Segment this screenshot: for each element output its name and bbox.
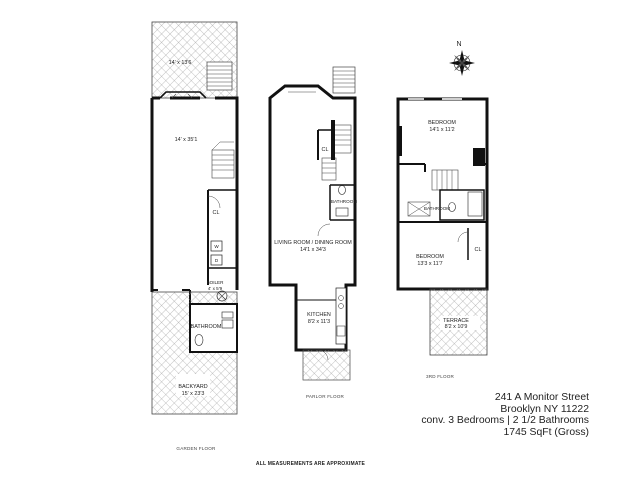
property-city: Brooklyn NY 11222 xyxy=(500,403,589,415)
measurements-disclaimer: ALL MEASUREMENTS ARE APPROXIMATE xyxy=(255,461,366,467)
third-floor-plan: BEDROOM 14'1 x 11'2 BATHROOM BEDROOM 13'… xyxy=(396,97,489,379)
backyard-label: BACKYARD xyxy=(178,384,207,390)
parlor-interior-stair xyxy=(321,124,352,181)
skylight xyxy=(407,201,431,217)
compass-north-label: N xyxy=(456,41,461,48)
bedroom-2-dims: 13'3 x 11'7 xyxy=(417,261,442,267)
living-dining-dims: 14'1 x 34'3 xyxy=(300,247,326,253)
parlor-floor-plan: CL BATHROOM LIVING ROOM / DINING ROOM 14… xyxy=(268,66,357,399)
garden-exterior-stair xyxy=(206,61,233,91)
washer-box xyxy=(210,240,223,252)
bedroom-1-dims: 14'1 x 11'2 xyxy=(429,127,454,133)
garden-closet-label: CL xyxy=(213,210,220,216)
garden-floor-plan: 14' x 13'6 14' x 35'1 CL W D BOILER 4' x… xyxy=(150,21,239,451)
parlor-floor-label: PARLOR FLOOR xyxy=(306,394,345,399)
boiler-dims: 4' x 5'9 xyxy=(208,286,223,291)
parlor-closet-label: CL xyxy=(322,147,329,153)
terrace-dims: 8'2 x 10'9 xyxy=(445,324,468,330)
third-floor-closet-label: CL xyxy=(475,247,482,253)
property-area: 1745 SqFt (Gross) xyxy=(503,426,589,438)
compass-rose: N xyxy=(449,41,475,76)
kitchen-dims: 8'2 x 11'3 xyxy=(308,319,330,325)
dryer-label: D xyxy=(215,258,219,263)
garden-bathroom-label: BATHROOM xyxy=(191,324,222,330)
property-info-block: 241 A Monitor Street Brooklyn NY 11222 c… xyxy=(389,392,589,438)
garden-floor-label: GARDEN FLOOR xyxy=(176,446,216,451)
garden-patio-dims: 14' x 13'6 xyxy=(169,60,192,66)
third-floor-bathroom-label: BATHROOM xyxy=(424,206,450,211)
third-floor-label: 3RD FLOOR xyxy=(426,374,455,379)
terrace-label: TERRACE xyxy=(443,318,469,324)
third-floor-stair xyxy=(431,169,459,191)
garden-interior-stair xyxy=(211,141,235,179)
dryer-box xyxy=(210,254,223,266)
bedroom-1-label: BEDROOM xyxy=(428,120,456,126)
garden-main-room-dims: 14' x 35'1 xyxy=(175,137,198,143)
garden-main-walls xyxy=(150,96,239,290)
parlor-outer-walls xyxy=(268,84,357,352)
kitchen-counter xyxy=(335,287,347,345)
parlor-bathroom-label: BATHROOM xyxy=(331,199,357,204)
property-summary: conv. 3 Bedrooms | 2 1/2 Bathrooms xyxy=(421,415,589,426)
parlor-stoop-stair xyxy=(332,66,356,94)
living-dining-label: LIVING ROOM / DINING ROOM xyxy=(274,240,352,246)
bedroom-2-label: BEDROOM xyxy=(416,254,444,260)
property-address: 241 A Monitor Street xyxy=(494,392,589,403)
kitchen-label: KITCHEN xyxy=(307,312,331,318)
backyard-dims: 15' x 23'3 xyxy=(182,391,205,397)
boiler-label: BOILER xyxy=(207,280,225,285)
washer-label: W xyxy=(214,244,219,249)
